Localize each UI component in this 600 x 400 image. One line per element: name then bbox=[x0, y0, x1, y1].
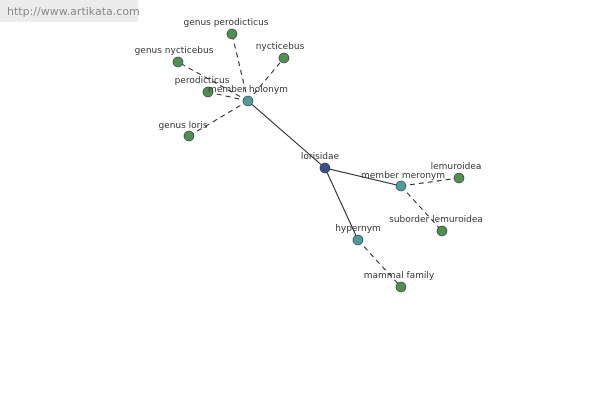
url-banner: http://www.artikata.com bbox=[0, 0, 140, 22]
label-member-meronym[interactable]: member meronym bbox=[361, 171, 445, 181]
node-genus-loris[interactable] bbox=[183, 130, 195, 142]
label-member-holonym[interactable]: member holonym bbox=[208, 85, 288, 95]
label-nycticebus[interactable]: nycticebus bbox=[256, 42, 305, 52]
label-mammal-family[interactable]: mammal family bbox=[364, 271, 435, 281]
node-hypernym[interactable] bbox=[352, 234, 364, 246]
node-nycticebus[interactable] bbox=[278, 52, 290, 64]
graph-edges bbox=[177, 33, 460, 288]
edge-hypernym bbox=[324, 167, 359, 241]
edge-member-meronym bbox=[324, 167, 402, 187]
label-perodicticus[interactable]: perodicticus bbox=[175, 76, 230, 86]
node-perodicticus[interactable] bbox=[202, 86, 214, 98]
label-lemuroidea[interactable]: lemuroidea bbox=[431, 162, 482, 172]
node-center-lorisidae[interactable] bbox=[319, 162, 331, 174]
node-genus-perodicticus[interactable] bbox=[226, 28, 238, 40]
label-hypernym[interactable]: hypernym bbox=[335, 224, 381, 234]
graph-nodes bbox=[172, 28, 465, 293]
graph-labels: lorisidae member holonym member meronym hyp… bbox=[135, 18, 483, 281]
edge-suborder-lemuroidea bbox=[400, 185, 443, 232]
edge-nycticebus bbox=[247, 57, 285, 102]
label-suborder-lemuroidea[interactable]: suborder lemuroidea bbox=[389, 215, 483, 225]
node-mammal-family[interactable] bbox=[395, 281, 407, 293]
node-suborder-lemuroidea[interactable] bbox=[436, 225, 448, 237]
edge-genus-loris bbox=[188, 100, 249, 137]
node-member-meronym[interactable] bbox=[395, 180, 407, 192]
label-genus-perodicticus[interactable]: genus perodicticus bbox=[184, 18, 269, 28]
edge-genus-nycticebus bbox=[177, 61, 249, 102]
label-genus-nycticebus[interactable]: genus nycticebus bbox=[135, 46, 214, 56]
site-url[interactable]: http://www.artikata.com bbox=[7, 5, 140, 18]
label-center[interactable]: lorisidae bbox=[301, 152, 340, 162]
node-genus-nycticebus[interactable] bbox=[172, 56, 184, 68]
edge-lemuroidea bbox=[400, 177, 460, 187]
edge-member-holonym bbox=[247, 100, 326, 169]
node-lemuroidea[interactable] bbox=[453, 172, 465, 184]
node-member-holonym[interactable] bbox=[242, 95, 254, 107]
edge-perodicticus bbox=[207, 91, 249, 102]
label-genus-loris[interactable]: genus loris bbox=[158, 121, 207, 131]
edge-genus-perodicticus bbox=[231, 33, 249, 102]
edge-mammal-family bbox=[357, 239, 402, 288]
